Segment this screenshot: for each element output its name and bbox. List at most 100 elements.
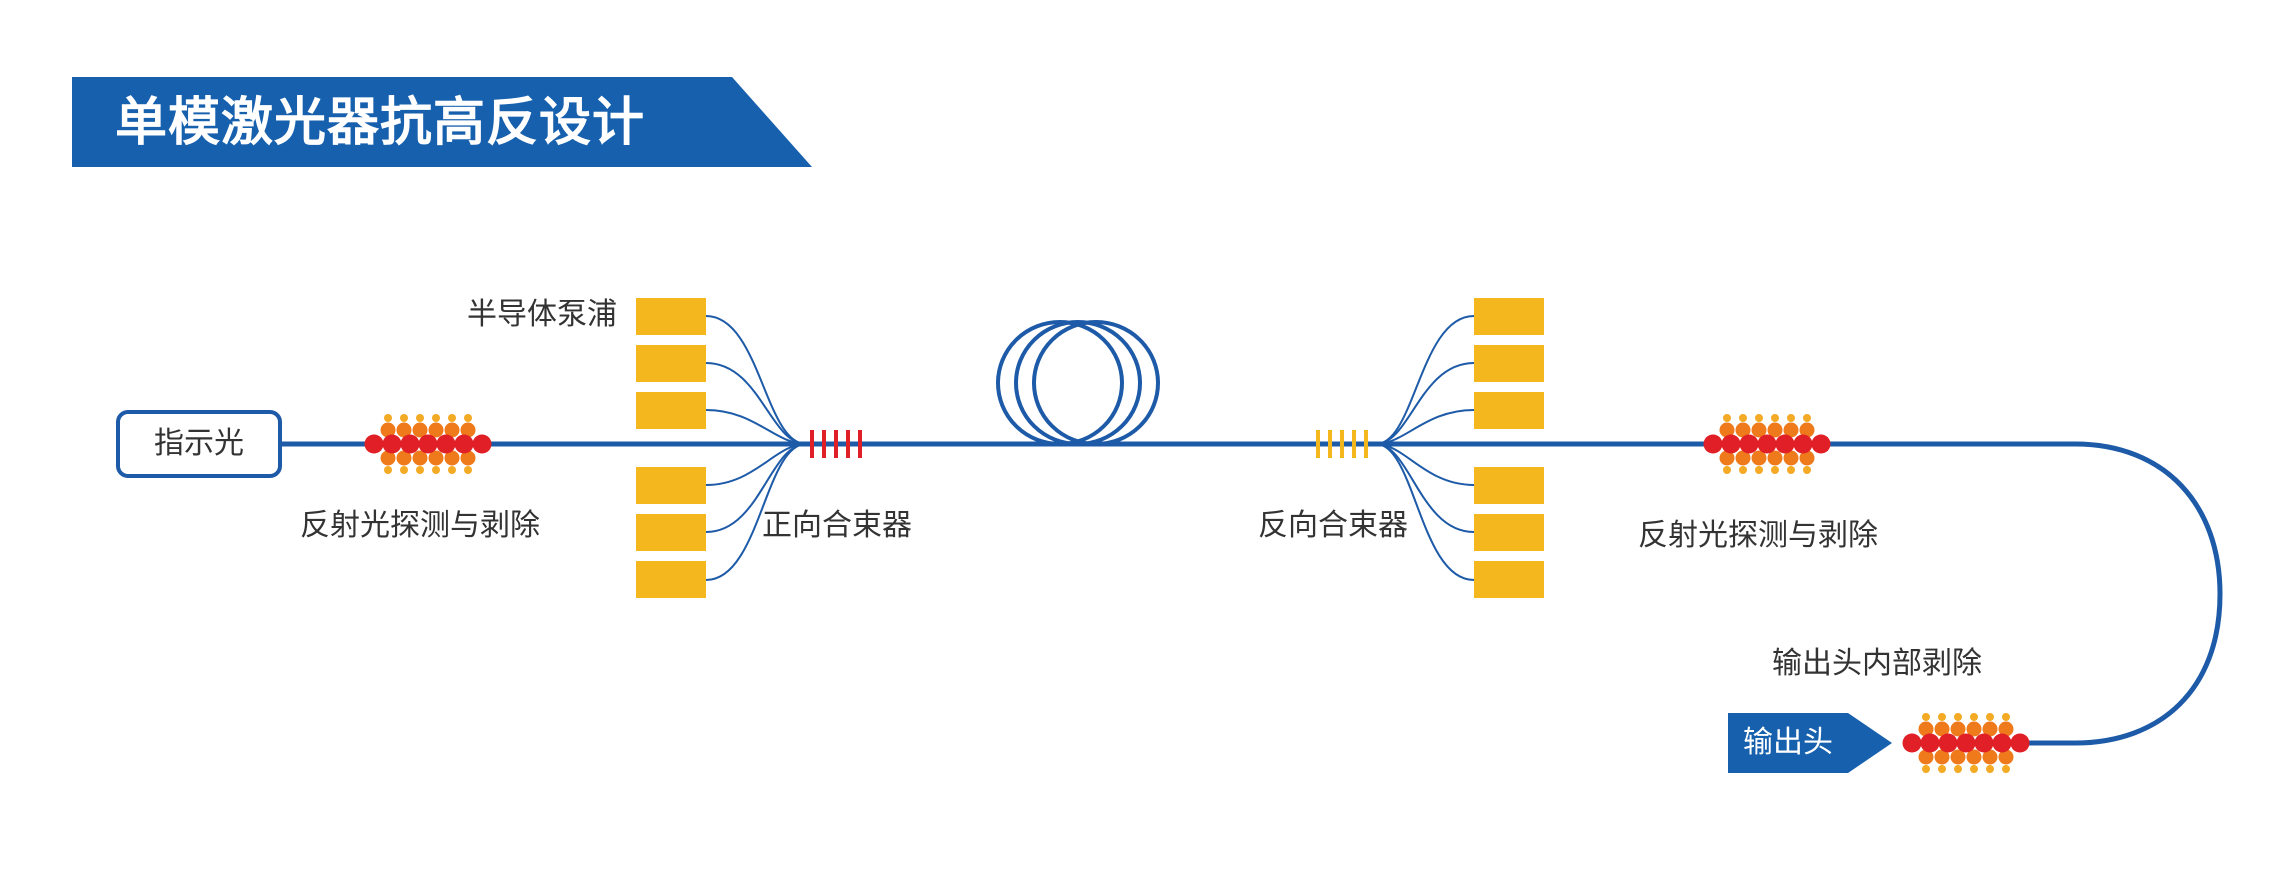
stripper-bead: [460, 422, 476, 438]
pump-fiber: [705, 409, 807, 445]
stripper-bead: [1751, 450, 1767, 466]
coil-loop: [1032, 320, 1160, 446]
pump-block: [636, 345, 706, 382]
stripper-bead: [412, 450, 428, 466]
stripper-bead: [444, 450, 460, 466]
stripper-bead: [364, 434, 384, 454]
stripper-bead: [1950, 749, 1966, 765]
stripper-bead: [2010, 733, 2030, 753]
stripper-bead: [448, 466, 456, 474]
pump-fiber: [1375, 362, 1475, 445]
stripper-bead: [1922, 713, 1930, 721]
stripper-bead: [460, 450, 476, 466]
stripper-bead: [1799, 422, 1815, 438]
stripper-bead: [1920, 733, 1940, 753]
stripper-bead: [1970, 765, 1978, 773]
pump-block: [1474, 298, 1544, 335]
pump-fiber: [705, 443, 807, 581]
reverse-combiner-label: 反向合束器: [1258, 508, 1408, 543]
stripper-bead: [1757, 434, 1777, 454]
forward-combiner-label: 正向合束器: [762, 508, 912, 543]
stripper-bead: [1982, 721, 1998, 737]
stripper-bead: [1922, 765, 1930, 773]
forward-pump-array: [636, 298, 706, 598]
semiconductor-pump-label: 半导体泵浦: [467, 297, 617, 332]
pump-block: [1474, 467, 1544, 504]
pump-block: [636, 298, 706, 335]
output-head-shape: [1728, 713, 1892, 773]
stripper-bead: [464, 414, 472, 422]
stripper-bead: [416, 466, 424, 474]
forward-pump-fibers: [705, 315, 807, 581]
pump-block: [1474, 514, 1544, 551]
pump-fiber: [705, 315, 807, 445]
pump-block: [636, 392, 706, 429]
stripper-bead: [1982, 749, 1998, 765]
stripper-bead: [1739, 414, 1747, 422]
stripper-bead: [418, 434, 438, 454]
stripper-bead: [2002, 765, 2010, 773]
stripper-bead: [1950, 721, 1966, 737]
pump-block: [636, 467, 706, 504]
stripper-bead: [454, 434, 474, 454]
reverse-pump-array: [1474, 298, 1544, 598]
stripper-bead: [382, 434, 402, 454]
stripper-bead: [1954, 765, 1962, 773]
stripper-bead: [1771, 414, 1779, 422]
stripper-bead: [2002, 713, 2010, 721]
stripper-bead: [1767, 422, 1783, 438]
reverse-pump-fibers: [1375, 315, 1475, 581]
stripper-bead: [380, 422, 396, 438]
stripper-bead: [1723, 466, 1731, 474]
coil-loop: [996, 320, 1124, 446]
stripper-bead: [396, 450, 412, 466]
stripper-bead: [1719, 450, 1735, 466]
stripper-output: [1902, 713, 2030, 773]
stripper-bead: [400, 414, 408, 422]
stripper-bead: [1970, 713, 1978, 721]
stripper-bead: [1938, 713, 1946, 721]
stripper-bead: [1998, 721, 2014, 737]
stripper-bead: [436, 434, 456, 454]
pump-fiber: [1375, 443, 1475, 581]
page-title: 单模激光器抗高反设计: [115, 93, 646, 153]
stripper-bead: [1918, 721, 1934, 737]
coil-loop: [1014, 320, 1142, 446]
reverse-combiner-grating: [1316, 430, 1368, 458]
stripper-bead: [464, 466, 472, 474]
stripper-bead: [1956, 733, 1976, 753]
stripper-bead: [1735, 422, 1751, 438]
stripper-bead: [1986, 765, 1994, 773]
stripper-bead: [1775, 434, 1795, 454]
stripper-bead: [444, 422, 460, 438]
pump-fiber: [705, 362, 807, 445]
stripper-bead: [1811, 434, 1831, 454]
stripper-bead: [1751, 422, 1767, 438]
stripper-bead: [1902, 733, 1922, 753]
stripper-bead: [1739, 434, 1759, 454]
stripper-bead: [472, 434, 492, 454]
stripper-bead: [400, 434, 420, 454]
stripper-bead: [1974, 733, 1994, 753]
stripper-bead: [1954, 713, 1962, 721]
stripper-bead: [448, 414, 456, 422]
stripper-bead: [380, 450, 396, 466]
stripper-bead: [400, 466, 408, 474]
stripper-bead: [1966, 749, 1982, 765]
stripper-bead: [1719, 422, 1735, 438]
indicator-light-box: [116, 410, 282, 478]
stripper-bead: [1803, 414, 1811, 422]
stripper-bead: [384, 414, 392, 422]
stripper-bead: [1938, 765, 1946, 773]
fiber-line-group: [280, 441, 2223, 746]
reflection-stripper-right-label: 反射光探测与剥除: [1638, 518, 1878, 553]
indicator-light-label: 指示光: [154, 426, 244, 461]
output-internal-stripper-label: 输出头内部剥除: [1772, 646, 1982, 681]
title-banner: [72, 77, 812, 167]
stripper-bead: [1735, 450, 1751, 466]
pump-fiber: [1375, 409, 1475, 445]
stripper-bead: [412, 422, 428, 438]
stripper-bead: [428, 450, 444, 466]
